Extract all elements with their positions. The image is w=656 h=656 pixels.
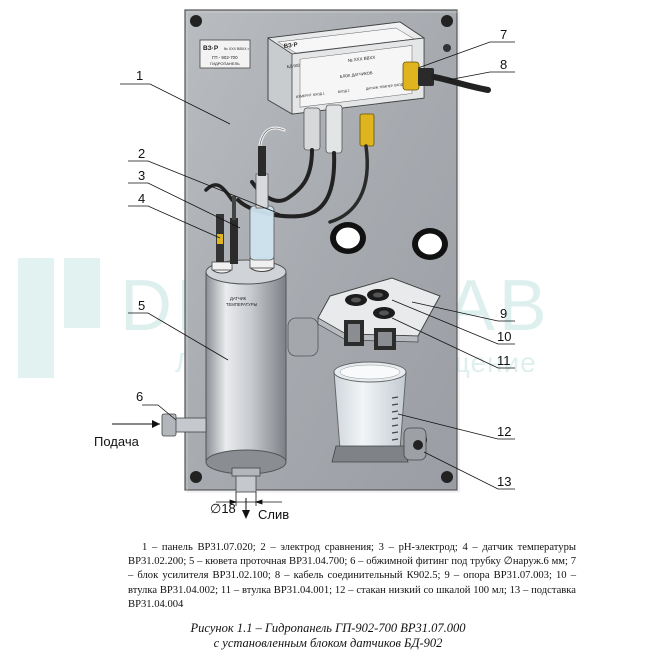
- screw-icon: [190, 471, 202, 483]
- leader-13: [423, 451, 515, 490]
- sensor-block-serial: № XXX ВВXX: [348, 55, 376, 63]
- caption-line-1: Рисунок 1.1 – Гидропанель ГП-902-700 ВР3…: [190, 621, 466, 635]
- leader-5: [128, 312, 229, 361]
- leader-2: [128, 160, 281, 215]
- callout-11: 11: [497, 353, 511, 368]
- diameter-dimension: ∅18: [210, 492, 282, 516]
- inlet-indicator: Подача: [94, 420, 160, 449]
- beaker: [331, 361, 427, 463]
- nameplate-model: № XXX ВВXX г.: [224, 47, 250, 51]
- leader-3: [128, 182, 241, 229]
- callout-3: 3: [138, 168, 145, 183]
- sensor-block-input-3: ДАТЧИК ТЕМПЕР. ВХОД 3: [366, 82, 406, 91]
- support-plate: [317, 277, 441, 350]
- callout-2: 2: [138, 146, 145, 161]
- nameplate-subtitle: ГИДРОПАНЕЛЬ: [210, 61, 240, 66]
- callout-8: 8: [500, 57, 507, 72]
- sensor-block-code: БД-902: [287, 62, 302, 69]
- diameter-label: ∅18: [210, 501, 236, 516]
- callout-9: 9: [500, 306, 507, 321]
- callout-10: 10: [497, 329, 511, 344]
- leader-12: [397, 413, 515, 440]
- callout-4: 4: [138, 191, 145, 206]
- leader-11: [391, 317, 515, 369]
- leader-8: [447, 71, 515, 81]
- nameplate-name: ГП - 902-700: [212, 55, 238, 60]
- leader-7: [417, 41, 515, 69]
- leader-lines: [120, 41, 515, 490]
- drain-label: Слив: [258, 507, 289, 520]
- screw-icon: [441, 471, 453, 483]
- cell-label-2: ТЕМПЕРАТУРЫ: [226, 302, 258, 307]
- figure-caption: Рисунок 1.1 – Гидропанель ГП-902-700 ВР3…: [0, 621, 656, 651]
- callout-13: 13: [497, 474, 511, 489]
- mount-bracket: [287, 317, 319, 357]
- callout-7: 7: [500, 27, 507, 42]
- screw-icon: [441, 15, 453, 27]
- leader-10: [391, 299, 515, 345]
- cell-label-1: ДАТЧИК: [230, 296, 247, 301]
- sensor-block-input-2: ВХОД 2: [338, 89, 350, 94]
- arrow-down-icon: [242, 510, 250, 519]
- callout-5: 5: [138, 298, 145, 313]
- leader-9: [411, 301, 515, 322]
- callout-12: 12: [497, 424, 511, 439]
- legend-text: 1 – панель ВР31.07.020; 2 – электрод сра…: [128, 542, 576, 610]
- sensor-block-title: БЛОК ДАТЧИКОВ: [340, 70, 374, 79]
- sensor-block-input-1: ИЗМЕРИТ. ВХОД 1: [296, 91, 325, 99]
- drain-indicator: Слив: [242, 498, 289, 520]
- caption-line-2: с установленным блоком датчиков БД-902: [213, 636, 443, 650]
- leader-1: [120, 83, 231, 125]
- panel-nameplate: ВЗ·Р № XXX ВВXX г. ГП - 902-700 ГИДРОПАН…: [199, 39, 251, 69]
- screw-icon: [190, 15, 202, 27]
- inlet-label: Подача: [94, 434, 140, 449]
- screw-icon: [443, 44, 451, 52]
- hydropanel-diagram: DESTA-LAB Лабораторное оснащение ВЗ·Р № …: [18, 9, 547, 520]
- sensor-block: ВЗ·Р БД-902 № XXX ВВXX БЛОК ДАТЧИКОВ ИЗМ…: [266, 21, 491, 154]
- leader-4: [128, 205, 221, 239]
- leader-6: [142, 404, 177, 421]
- callout-1: 1: [136, 68, 143, 83]
- callout-numbers: 1 2 3 4 5 6 7 8 9 10 11 12 13: [136, 27, 511, 489]
- sensor-block-logo: ВЗ·Р: [284, 42, 299, 50]
- nameplate-logo: ВЗ·Р: [203, 45, 219, 52]
- callout-6: 6: [136, 389, 143, 404]
- arrow-right-icon: [152, 420, 160, 428]
